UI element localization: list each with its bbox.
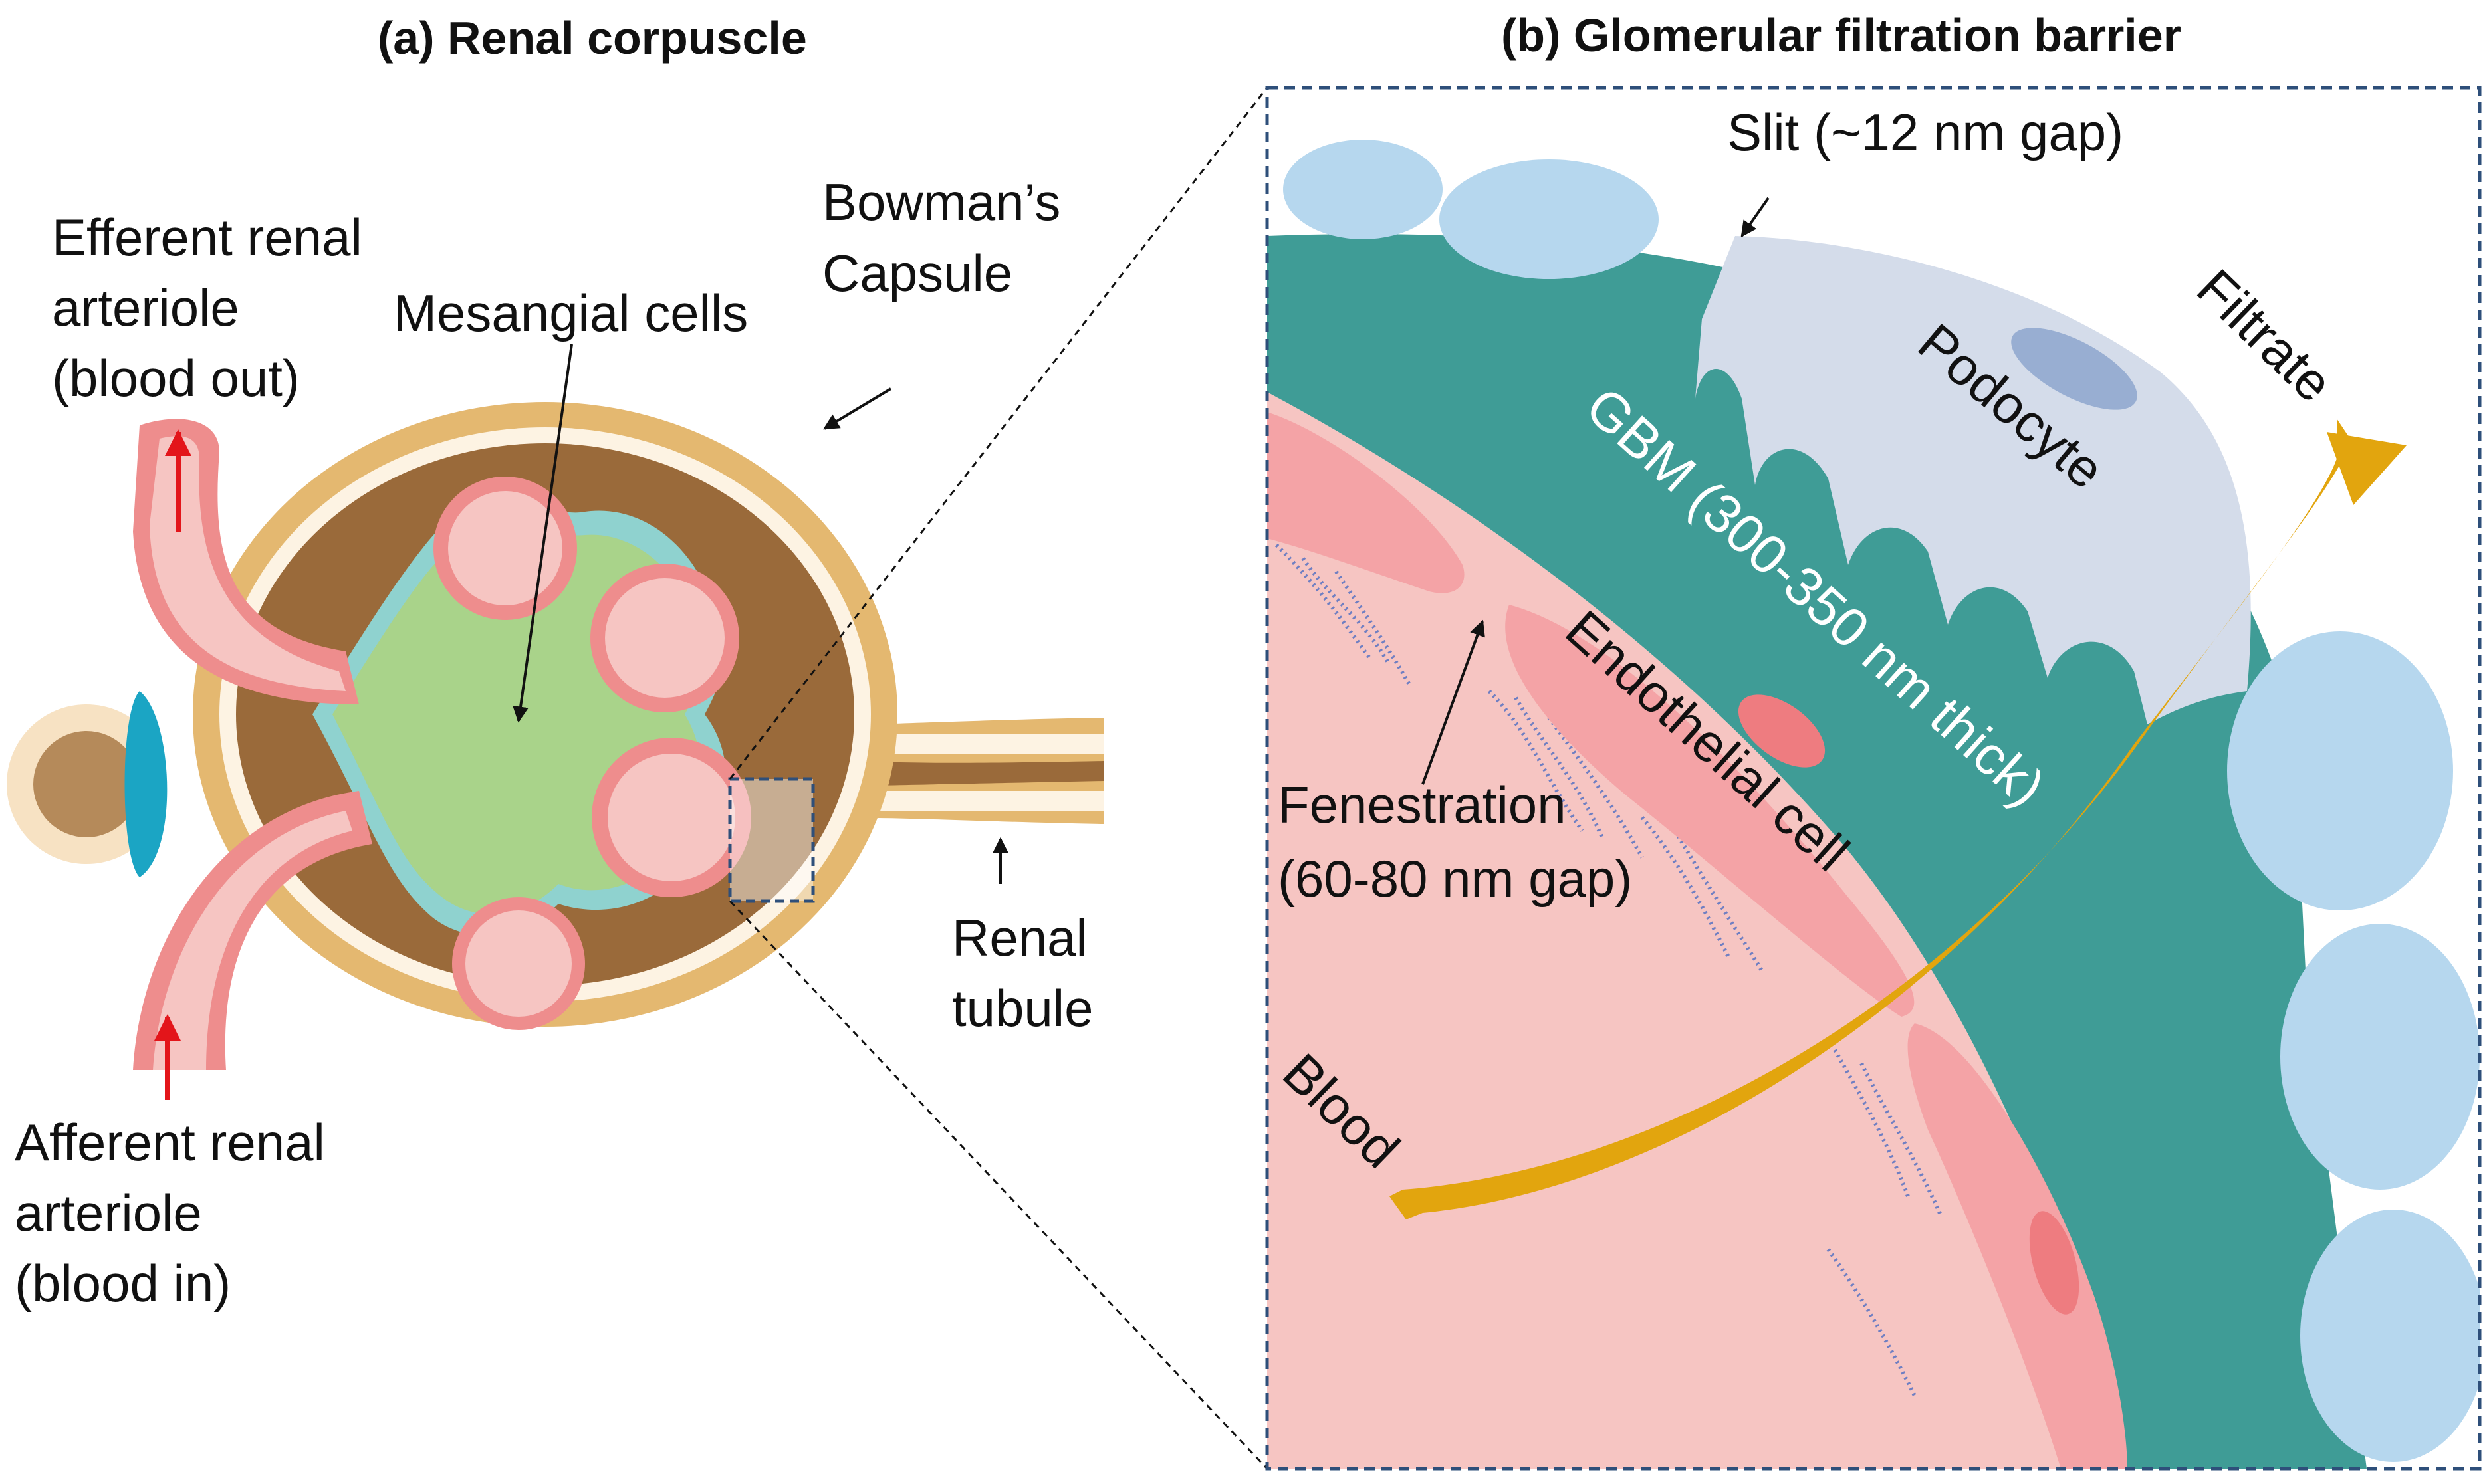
epithelial-cell [2280,924,2480,1190]
label-efferent-line1: Efferent renal [52,208,362,266]
renal-corpuscle-illustration [7,402,1104,1100]
label-efferent-line2: arteriole [52,278,239,337]
epithelial-cell [2227,631,2453,910]
endothelial-nucleus [2029,1211,2079,1315]
label-mesangial-cells: Mesangial cells [394,284,749,342]
glycocalyx [1274,543,1943,1397]
fenestration-pointer [1421,619,1485,785]
macula-densa [124,691,168,877]
endothelial-cell [1907,1023,2127,1469]
endothelial-cell [1267,412,1465,593]
podocyte [1695,236,2251,724]
label-tubule-line2: tubule [952,979,1094,1037]
label-bowman-line1: Bowman’s [822,173,1061,231]
label-fenestration-line1: Fenestration [1278,776,1566,834]
label-efferent-line3: (blood out) [52,349,300,407]
slit-pointer [1740,197,1770,237]
zoom-connector-top [729,87,1268,780]
label-afferent-line3: (blood in) [15,1254,231,1313]
endothelial-nucleus [1738,694,1826,768]
label-slit: Slit (~12 nm gap) [1727,103,2124,161]
label-bowman-line2: Capsule [822,244,1013,302]
filtration-arrowhead [2327,432,2407,505]
label-afferent-line1: Afferent renal [15,1113,325,1172]
panel-b-title: (b) Glomerular filtration barrier [1501,9,2181,61]
epithelial-cell [2300,1210,2480,1462]
panel-a-title: (a) Renal corpuscle [378,12,807,64]
mesangial-cells-pointer [513,344,573,723]
podocyte-nucleus [2011,328,2137,410]
bowmans-capsule-pointer [822,387,892,430]
label-fenestration-line2: (60-80 nm gap) [1278,849,1633,908]
zoom-region-box [728,777,815,903]
filtration-barrier-illustration [1267,88,2480,1469]
panel-b-frame [1265,86,2482,1471]
label-afferent-line2: arteriole [15,1184,202,1242]
label-tubule-line1: Renal [952,908,1088,967]
endothelial-cell [1505,605,1915,1017]
zoom-connector-bottom [729,900,1268,1470]
epithelial-cell [1439,159,1659,279]
epithelial-cell [1283,140,1443,239]
